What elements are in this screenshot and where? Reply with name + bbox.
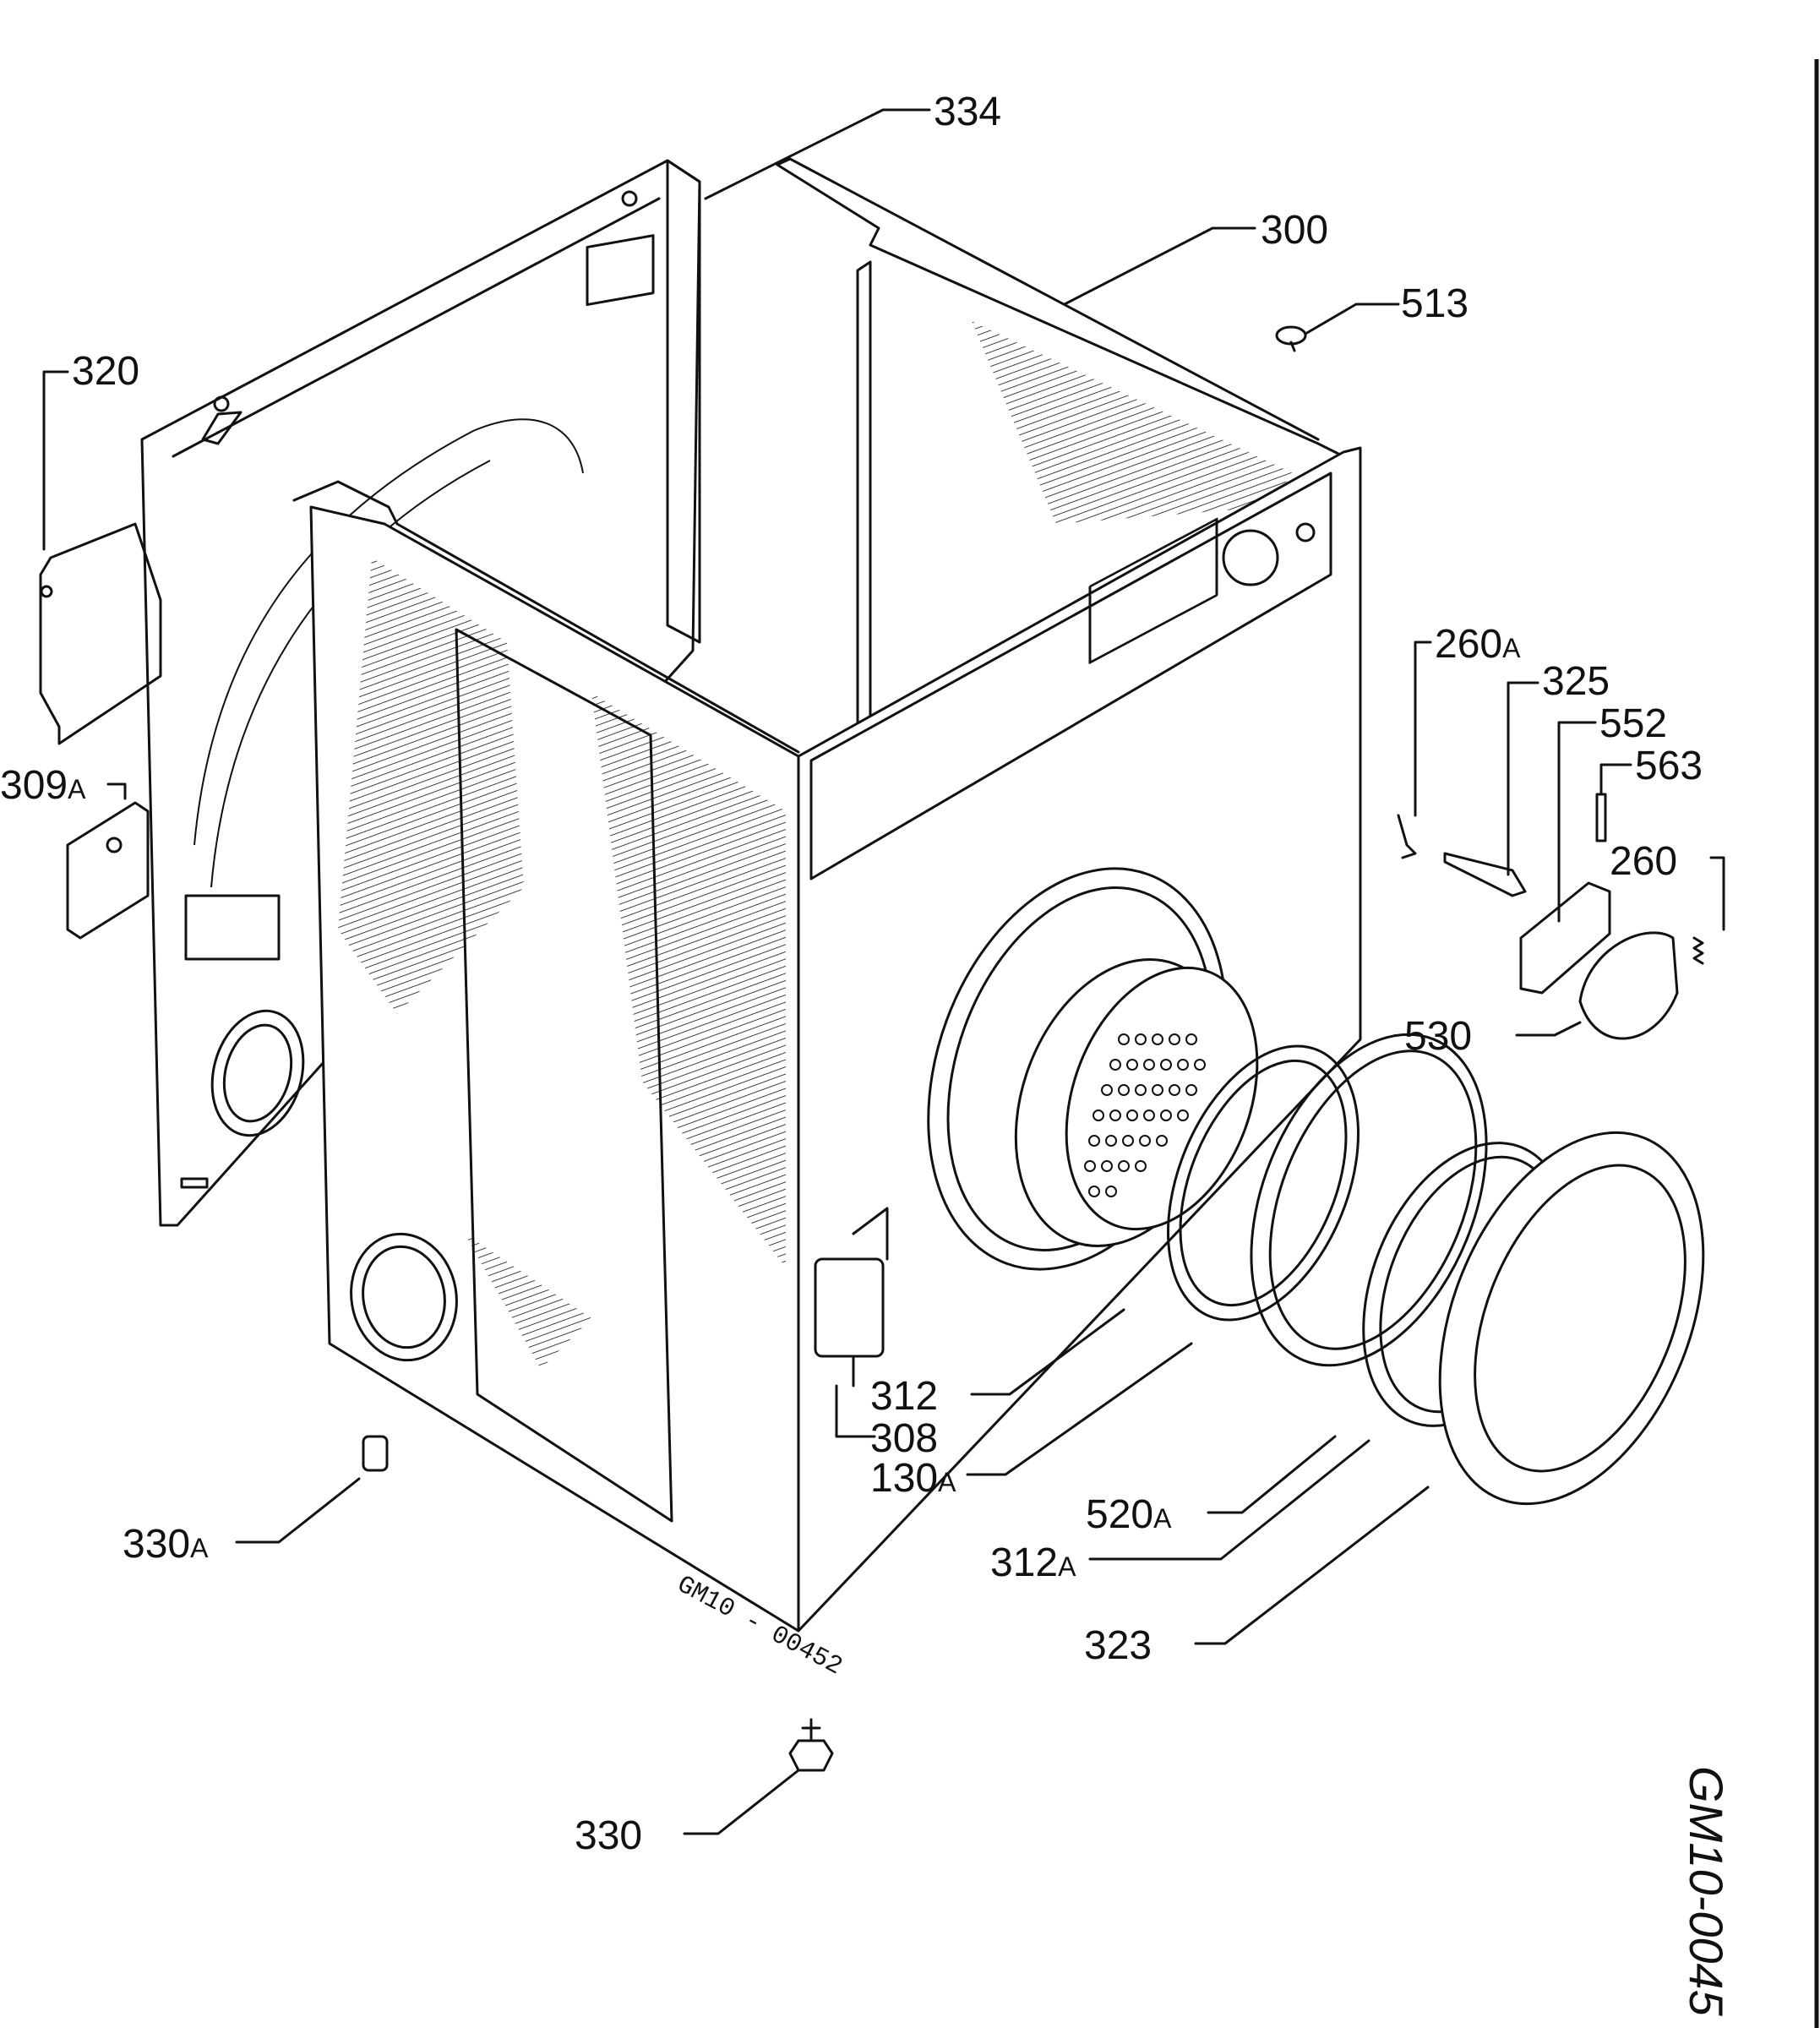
- pin-part: [1595, 793, 1607, 842]
- label-563: 563: [1635, 744, 1703, 788]
- handle-part: [1578, 931, 1679, 1040]
- seal-ring-part: [1167, 1044, 1360, 1322]
- label-130a-suffix: A: [938, 1467, 956, 1497]
- label-330: 330: [575, 1813, 642, 1858]
- door-frame-inner-part: [1250, 1033, 1488, 1367]
- label-334: 334: [934, 90, 1001, 134]
- label-300: 300: [1261, 208, 1328, 253]
- label-312a-number: 312: [990, 1540, 1058, 1585]
- sheet-code: GM10-0045: [1680, 1766, 1733, 2017]
- label-325: 325: [1542, 659, 1610, 704]
- label-530: 530: [1404, 1014, 1472, 1059]
- door-outer-ring-part: [1438, 1131, 1705, 1506]
- bracket-part: [66, 801, 150, 940]
- label-330a: 330A: [123, 1522, 209, 1567]
- label-260a-suffix: A: [1502, 633, 1521, 663]
- hinge-bracket-part: [39, 522, 162, 745]
- adjustable-foot-part: [788, 1718, 834, 1772]
- label-309a-suffix: A: [68, 774, 86, 804]
- label-330a-suffix: A: [190, 1533, 209, 1563]
- label-308: 308: [870, 1416, 938, 1461]
- label-520a-number: 520: [1086, 1492, 1153, 1537]
- label-309a-number: 309: [0, 763, 68, 808]
- label-260a: 260A: [1435, 622, 1521, 667]
- lock-plate-part: [1519, 881, 1611, 995]
- door-lock-part: [814, 1207, 889, 1387]
- label-330a-number: 330: [123, 1522, 190, 1567]
- foot-cap-part: [362, 1435, 389, 1472]
- label-520a: 520A: [1086, 1492, 1172, 1537]
- catch-part: [1275, 325, 1307, 352]
- lever-part: [1443, 852, 1527, 897]
- hook-part: [1397, 814, 1417, 859]
- label-552: 552: [1599, 701, 1667, 746]
- label-513: 513: [1401, 281, 1469, 326]
- label-312: 312: [870, 1374, 938, 1419]
- label-309a: 309A: [0, 763, 86, 808]
- label-130a-number: 130: [870, 1456, 938, 1501]
- label-520a-suffix: A: [1153, 1503, 1172, 1534]
- leader-lines: [42, 108, 1725, 1835]
- label-320: 320: [72, 349, 139, 394]
- label-323: 323: [1084, 1623, 1152, 1668]
- label-260: 260: [1610, 839, 1677, 884]
- label-130a: 130A: [870, 1456, 956, 1501]
- label-312a: 312A: [990, 1540, 1076, 1585]
- label-260a-number: 260: [1435, 622, 1502, 667]
- label-312a-suffix: A: [1058, 1551, 1076, 1582]
- spring-part: [1692, 936, 1704, 965]
